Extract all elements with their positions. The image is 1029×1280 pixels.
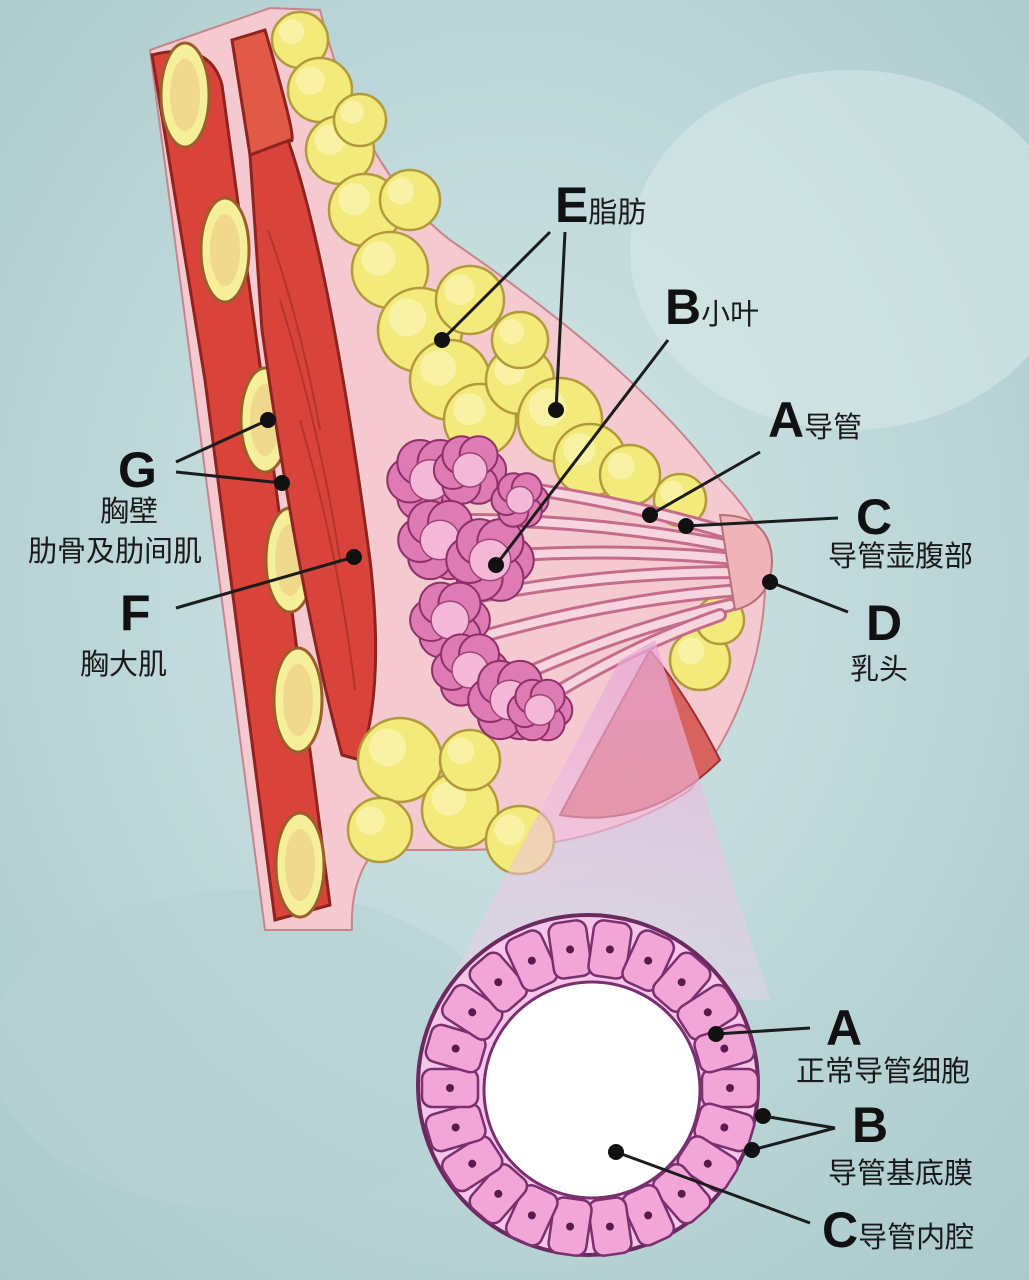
label-f-letter-wrap: F (120, 588, 151, 638)
label-g-line1: 胸壁 (100, 495, 158, 528)
inset-label-a-letter: A (826, 1000, 862, 1056)
inset-label-c: C导管内腔 (822, 1205, 974, 1255)
inset-label-b-text: 导管基底膜 (828, 1157, 973, 1190)
label-a: A导管 (768, 395, 862, 445)
label-b: B小叶 (665, 282, 759, 332)
inset-label-c-text: 导管内腔 (858, 1220, 974, 1254)
label-g-letter: G (118, 442, 157, 498)
inset-label-a-letter-wrap: A (826, 1003, 862, 1053)
label-c-letter: C (856, 489, 892, 545)
duct-cell (547, 919, 593, 980)
label-g-letter-wrap: G (118, 445, 157, 495)
rib (276, 813, 324, 917)
lobule (508, 680, 573, 741)
label-e-letter: E (555, 177, 588, 233)
label-a-text: 导管 (804, 410, 862, 444)
label-f-letter: F (120, 585, 151, 641)
duct-cell (702, 1069, 758, 1107)
label-b-letter: B (665, 279, 701, 335)
duct-cross-section (418, 915, 758, 1257)
label-e: E脂肪 (555, 180, 646, 230)
label-a-letter: A (768, 392, 804, 448)
inset-label-b-letter: B (852, 1097, 888, 1153)
rib (274, 648, 322, 752)
label-g-line2: 肋骨及肋间肌 (28, 535, 202, 568)
duct-cell (587, 1196, 633, 1257)
rib (161, 43, 209, 147)
lobule (492, 473, 549, 526)
inset-label-b-letter-wrap: B (852, 1100, 888, 1150)
label-b-text: 小叶 (701, 297, 759, 331)
inset-label-a-text: 正常导管细胞 (796, 1055, 970, 1088)
inset-label-c-letter: C (822, 1202, 858, 1258)
duct-cell (422, 1069, 478, 1107)
label-d-letter-wrap: D (866, 598, 902, 648)
label-f-text: 胸大肌 (80, 648, 167, 681)
label-c-letter-wrap: C (856, 492, 892, 542)
label-e-text: 脂肪 (588, 195, 646, 229)
rib (201, 198, 249, 302)
label-d-letter: D (866, 595, 902, 651)
label-c-text: 导管壶腹部 (828, 540, 973, 573)
label-d-text: 乳头 (850, 653, 908, 686)
duct-lumen (484, 982, 700, 1198)
